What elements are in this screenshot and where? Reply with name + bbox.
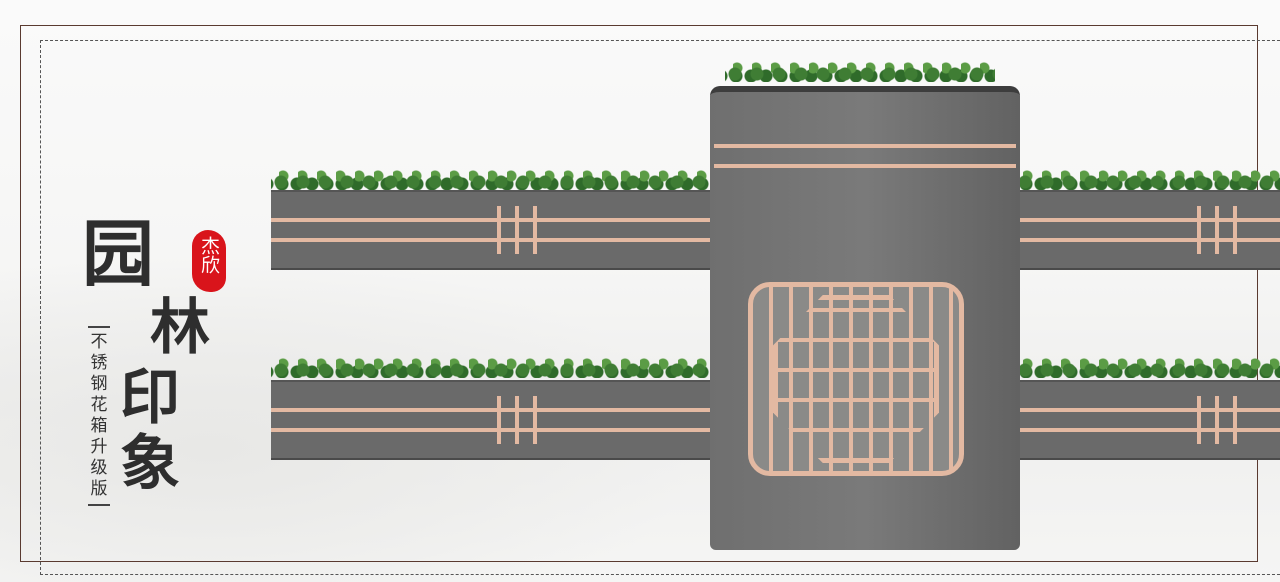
planter-top-right <box>1015 190 1280 270</box>
brand-seal: 杰欣 <box>192 230 226 292</box>
title-block: 园 林 印 象 杰欣 不 锈 钢 花 箱 升 级 版 <box>82 218 242 508</box>
subtitle-char: 级 <box>90 458 108 478</box>
headline-char: 象 <box>120 429 180 499</box>
subtitle-char: 锈 <box>90 353 108 373</box>
plants-bottom-left <box>271 352 711 378</box>
subtitle-char: 升 <box>90 437 108 457</box>
planter-bottom-right <box>1015 380 1280 460</box>
brand-seal-text: 杰欣 <box>198 236 220 274</box>
planter-top-left <box>271 190 711 270</box>
lattice-ornament <box>493 396 541 444</box>
subtitle-char: 花 <box>90 395 108 415</box>
lattice-ornament <box>1193 206 1241 254</box>
headline-char: 印 <box>120 363 180 433</box>
planter-bottom-left <box>271 380 711 460</box>
subtitle-char: 箱 <box>90 416 108 436</box>
plants-top-right <box>1015 164 1280 190</box>
planter-column <box>710 86 1020 550</box>
subtitle-char: 不 <box>90 332 108 352</box>
dashed-frame <box>40 40 1280 575</box>
plants-top-left <box>271 164 711 190</box>
headline-char: 林 <box>150 293 210 363</box>
subtitle-char: 钢 <box>90 374 108 394</box>
plants-column-top <box>725 56 995 88</box>
lattice-ornament <box>1193 396 1241 444</box>
subtitle-char: 版 <box>90 479 108 499</box>
plants-bottom-right <box>1015 352 1280 378</box>
headline-char: 园 <box>82 211 155 296</box>
lattice-window <box>748 282 964 476</box>
outer-frame <box>20 25 1258 562</box>
subtitle: 不 锈 钢 花 箱 升 级 版 <box>88 326 110 506</box>
lattice-ornament <box>493 206 541 254</box>
